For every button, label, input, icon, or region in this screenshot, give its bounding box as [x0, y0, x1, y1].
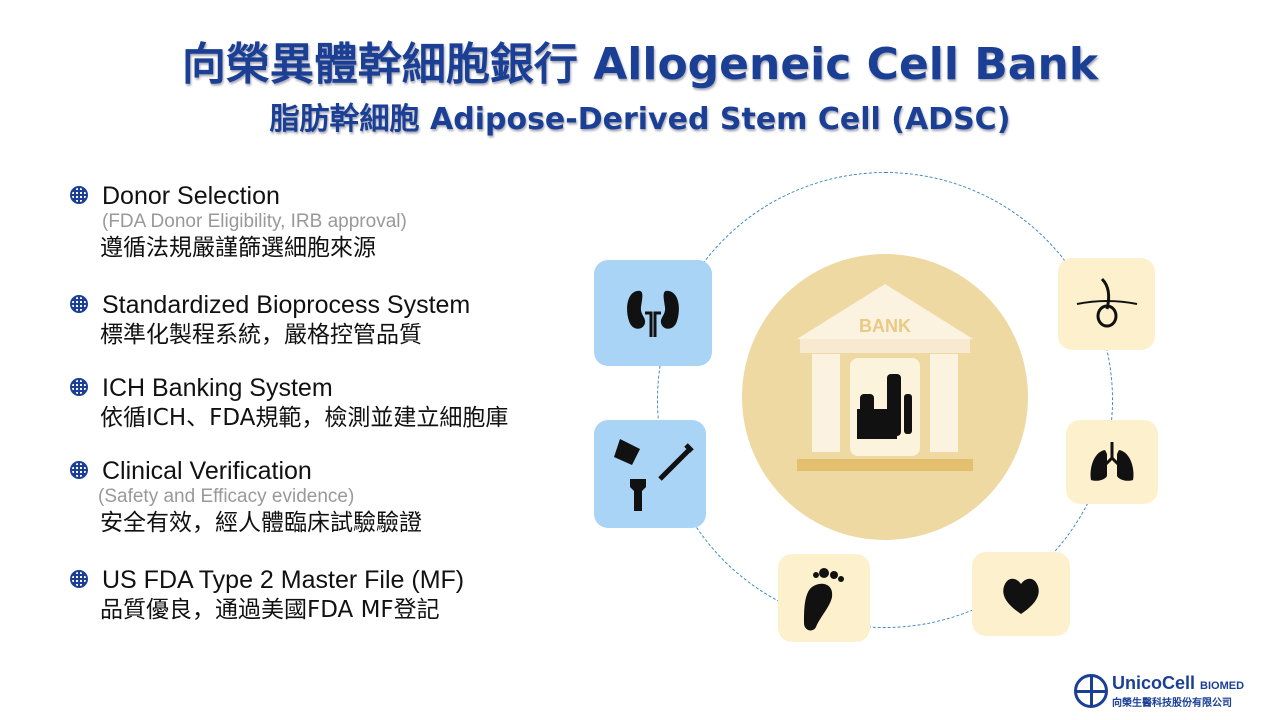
bank-label: BANK: [859, 316, 911, 336]
item-note: (Safety and Efficacy evidence): [98, 486, 355, 507]
page-subtitle: 脂肪幹細胞 Adipose-Derived Stem Cell (ADSC): [269, 102, 1011, 137]
hair-follicle-icon: [1076, 277, 1137, 328]
bullet-icon: [70, 295, 88, 313]
bank-building-icon: BANK: [797, 284, 973, 471]
joint-tile: [594, 420, 706, 528]
item-heading: Clinical Verification: [102, 457, 312, 485]
company-logo: UnicoCell BIOMED 向榮生醫科技股份有限公司: [1074, 673, 1244, 709]
logo-mark-icon: [1074, 674, 1108, 708]
item-heading: Standardized Bioprocess System: [102, 291, 471, 319]
item-zh: 標準化製程系統，嚴格控管品質: [100, 322, 422, 348]
list-item: ICH Banking System 依循ICH、FDA規範，檢測並建立細胞庫: [70, 374, 508, 433]
logo-zh: 向榮生醫科技股份有限公司: [1112, 698, 1232, 709]
heart-tile: [972, 552, 1070, 636]
item-zh: 依循ICH、FDA規範，檢測並建立細胞庫: [100, 405, 509, 431]
dashed-orbit: [657, 172, 1113, 628]
bullet-icon: [70, 378, 88, 396]
foot-tile: [778, 554, 870, 642]
foot-icon: [804, 568, 844, 631]
bullet-icon: [70, 186, 88, 204]
bank-circle: BANK: [742, 254, 1028, 540]
logo-suffix: BIOMED: [1200, 680, 1245, 692]
lungs-tile: [1066, 420, 1158, 504]
hair-follicle-tile: [1058, 258, 1155, 350]
joint-injection-icon: [614, 439, 694, 511]
item-heading: ICH Banking System: [102, 374, 333, 402]
kidney-tile: [594, 260, 712, 366]
bullet-icon: [70, 570, 88, 588]
kidney-icon: [627, 290, 679, 337]
logo-name: UnicoCell: [1112, 673, 1196, 693]
item-zh: 安全有效，經人體臨床試驗驗證: [100, 510, 422, 536]
list-item: US FDA Type 2 Master File (MF) 品質優良，通過美國…: [70, 566, 464, 625]
heart-icon: [1003, 578, 1039, 614]
item-heading: Donor Selection: [102, 182, 280, 210]
lungs-icon: [1090, 442, 1134, 481]
list-item: Clinical Verification (Safety and Effica…: [70, 457, 422, 538]
item-note: (FDA Donor Eligibility, IRB approval): [102, 211, 407, 232]
page-title: 向榮異體幹細胞銀行 Allogeneic Cell Bank: [181, 39, 1099, 90]
list-item: Standardized Bioprocess System 標準化製程系統，嚴…: [70, 291, 470, 350]
item-heading: US FDA Type 2 Master File (MF): [102, 566, 465, 594]
bullet-icon: [70, 461, 88, 479]
item-zh: 遵循法規嚴謹篩選細胞來源: [100, 235, 376, 261]
item-zh: 品質優良，通過美國FDA MF登記: [100, 597, 440, 623]
list-item: Donor Selection (FDA Donor Eligibility, …: [70, 182, 407, 263]
